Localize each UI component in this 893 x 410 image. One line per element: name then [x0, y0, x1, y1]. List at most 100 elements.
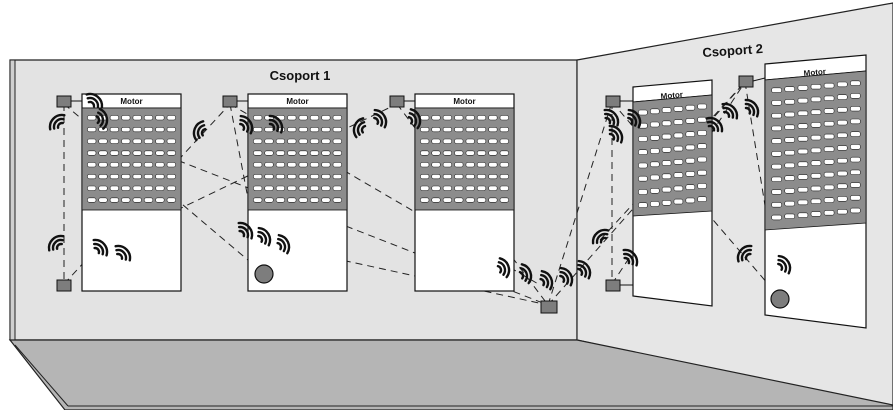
signal-arc [604, 116, 612, 125]
signal-arc [408, 112, 418, 127]
cabinet-4: Motor [632, 79, 713, 307]
device-slot [850, 131, 861, 137]
device-slot [823, 133, 835, 140]
signal-arc [540, 269, 554, 291]
wireless-signal-icon [47, 234, 65, 252]
device-slot [275, 150, 286, 156]
device-slot [476, 150, 487, 156]
wireless-signal-icon [577, 259, 592, 280]
device-slot [309, 150, 320, 156]
signal-arc [627, 116, 634, 125]
device-slot [287, 150, 297, 156]
device-slot [836, 119, 848, 126]
device-slot [121, 162, 131, 168]
signal-arc [93, 246, 101, 255]
device-slot [420, 185, 430, 191]
signal-arc [559, 266, 574, 287]
device-slot [836, 107, 848, 113]
device-slot [476, 185, 487, 191]
wireless-signal-icon [608, 124, 624, 144]
device-slot [321, 150, 331, 156]
device-slot [264, 138, 274, 144]
device-slot [253, 127, 263, 133]
device-slot [309, 185, 320, 191]
network-node-icon [605, 279, 621, 292]
device-slot [287, 162, 297, 168]
signal-arc [627, 108, 642, 129]
device-slot [109, 150, 119, 156]
device-slot [109, 197, 119, 203]
device-slot [850, 106, 861, 112]
device-slot [264, 174, 274, 180]
device-slot [771, 202, 782, 208]
device-slot [155, 115, 165, 121]
device-slot [499, 115, 509, 121]
device-slot [298, 174, 308, 180]
device-slot [771, 189, 782, 195]
device-slot [836, 132, 848, 138]
device-slot [166, 185, 176, 191]
wireless-signal-icon [603, 108, 620, 127]
device-slot [287, 185, 297, 191]
device-slot [771, 151, 782, 157]
device-slot [476, 115, 487, 121]
signal-arc [707, 124, 716, 132]
device-slot [465, 127, 475, 133]
device-slot [638, 109, 648, 116]
wireless-signal-icon [559, 266, 574, 287]
device-slot [298, 197, 308, 203]
device-grid-panel [247, 107, 348, 211]
device-slot [98, 150, 108, 156]
signal-arc [257, 226, 272, 247]
device-slot [121, 150, 131, 156]
device-slot [673, 172, 684, 178]
device-slot [454, 150, 464, 156]
signal-arc [409, 108, 422, 130]
device-slot [499, 185, 509, 191]
device-slot [697, 143, 707, 149]
device-slot [673, 119, 684, 125]
device-slot [132, 127, 142, 133]
device-slot [465, 174, 475, 180]
signal-arc [276, 241, 283, 251]
device-slot [649, 161, 660, 168]
device-slot [697, 116, 707, 123]
wireless-signal-icon [192, 120, 207, 142]
network-node-icon [605, 95, 621, 108]
device-slot [431, 162, 441, 168]
wireless-signal-icon [496, 257, 511, 279]
floor [8, 339, 893, 410]
signal-arc [706, 120, 720, 133]
device-slot [661, 133, 672, 140]
device-slot [321, 115, 331, 121]
device-slot [685, 104, 696, 111]
device-slot [810, 185, 822, 192]
signal-arc [373, 108, 388, 129]
device-slot [810, 96, 822, 103]
device-slot [465, 185, 475, 191]
device-slot [488, 127, 498, 133]
device-slot [649, 174, 660, 181]
device-slot [649, 148, 660, 154]
device-slot [454, 127, 464, 133]
device-slot [784, 111, 796, 118]
device-slot [132, 162, 142, 168]
wireless-signal-icon [777, 254, 792, 275]
signal-arc [518, 270, 525, 280]
cabinet-2: Motor [247, 93, 348, 292]
device-slot [797, 110, 809, 117]
wireless-signal-icon [518, 263, 533, 285]
device-slot [253, 197, 263, 203]
signal-arc [352, 117, 365, 139]
device-slot [850, 169, 861, 175]
device-slot [298, 150, 308, 156]
device-slot [488, 174, 498, 180]
signal-arc [623, 256, 631, 265]
device-slot [98, 138, 108, 144]
signal-arc [239, 122, 246, 131]
device-slot [431, 185, 441, 191]
device-slot [850, 118, 861, 125]
signal-arc [87, 100, 96, 108]
device-slot [771, 113, 782, 119]
device-slot [155, 197, 165, 203]
